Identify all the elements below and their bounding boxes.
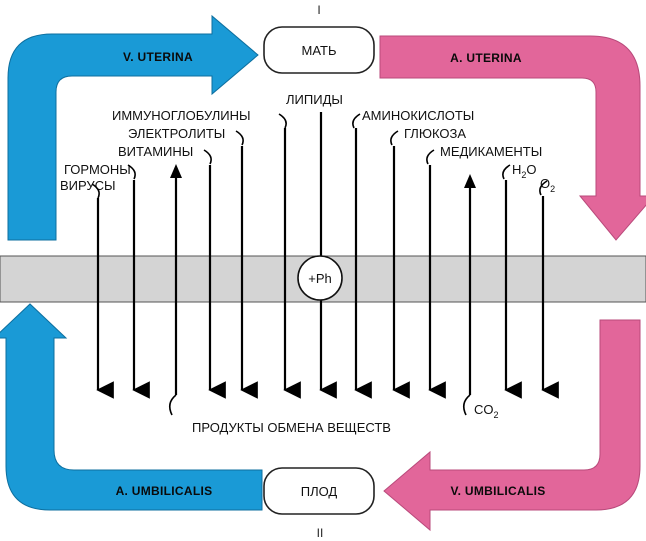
a-umbilicalis-label: A. UMBILICALIS xyxy=(116,484,213,498)
label-hooks xyxy=(91,113,548,199)
label-lipids: ЛИПИДЫ xyxy=(286,92,343,107)
roman-numeral-top: I xyxy=(317,3,320,17)
label-co2: CO2 xyxy=(474,402,499,420)
label-glucose: ГЛЮКОЗА xyxy=(404,126,466,141)
label-vitamins: ВИТАМИНЫ xyxy=(118,144,193,159)
a-umbilicalis-arrow xyxy=(0,303,263,511)
v-uterina-label: V. UTERINA xyxy=(123,50,193,64)
label-electrolytes: ЭЛЕКТРОЛИТЫ xyxy=(128,126,225,141)
placenta-marker-circle xyxy=(297,255,343,301)
label-metabolic-products: ПРОДУКТЫ ОБМЕНА ВЕЩЕСТВ xyxy=(192,420,391,435)
mother-box xyxy=(263,26,375,74)
transfer-arrows-down xyxy=(96,112,559,399)
label-water: H2O xyxy=(512,162,537,180)
label-immunoglobulins: ИММУНОГЛОБУЛИНЫ xyxy=(112,108,251,123)
v-uterina-arrow xyxy=(7,14,259,241)
label-amino-acids: АМИНОКИСЛОТЫ xyxy=(362,108,474,123)
arrow-co2-head xyxy=(464,174,476,188)
mother-label: МАТЬ xyxy=(302,43,337,58)
fetus-label: ПЛОД xyxy=(301,484,338,499)
roman-numeral-bottom: II xyxy=(317,526,324,540)
v-umbilicalis-arrow xyxy=(383,319,641,532)
transfer-arrows-up xyxy=(170,164,476,395)
label-oxygen: O2 xyxy=(540,176,555,194)
a-uterina-label: A. UTERINA xyxy=(450,51,522,65)
a-uterina-arrow xyxy=(379,35,646,241)
label-hormones: ГОРМОНЫ xyxy=(64,162,131,177)
label-drugs: МЕДИКАМЕНТЫ xyxy=(440,144,542,159)
arrow-metabolic-products-head xyxy=(170,164,182,178)
label-viruses: ВИРУСЫ xyxy=(60,178,116,193)
fetus-box xyxy=(263,467,375,515)
bottom-hooks xyxy=(168,394,471,416)
placenta-marker-label: +Ph xyxy=(308,271,332,286)
v-umbilicalis-label: V. UMBILICALIS xyxy=(450,484,545,498)
